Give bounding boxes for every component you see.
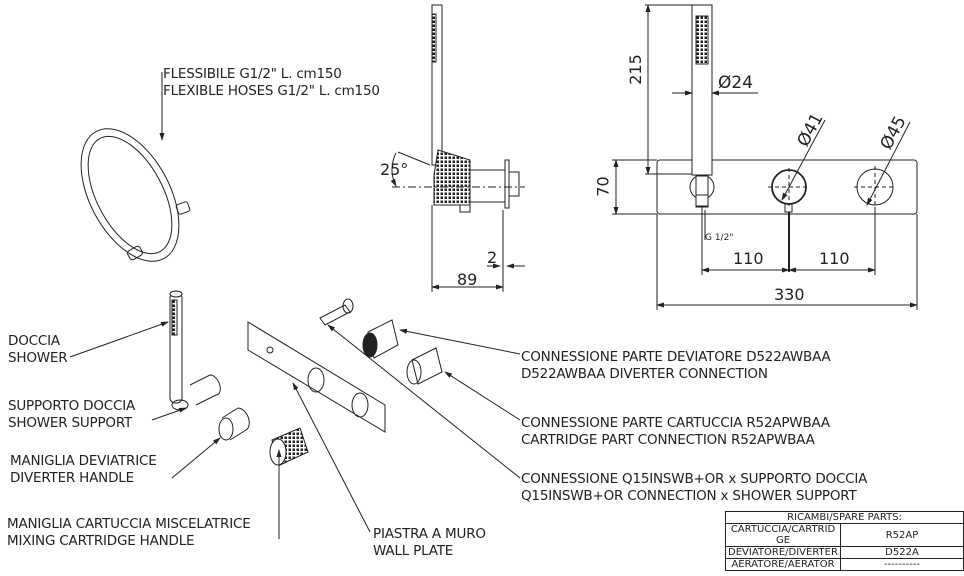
spare-parts-header: RICAMBI/SPARE PARTS: <box>725 511 964 524</box>
label-shower-support: SUPPORTO DOCCIA SHOWER SUPPORT <box>8 398 135 432</box>
label-en: MIXING CARTRIDGE HANDLE <box>7 533 195 549</box>
label-flexible-hose: FLESSIBILE G1/2" L. cm150 FLEXIBLE HOSES… <box>163 66 380 100</box>
label-en: SHOWER <box>8 350 68 366</box>
dim-side-depth: 89 <box>457 270 478 289</box>
label-shower: DOCCIA SHOWER <box>8 333 68 367</box>
label-en: WALL PLATE <box>373 543 454 559</box>
table-row: CARTUCCIA/CARTRIDGE R52AP <box>725 523 964 547</box>
label-it: MANIGLIA CARTUCCIA MISCELATRICE <box>7 516 251 532</box>
dim-side-offset: 2 <box>487 248 498 267</box>
label-en: FLEXIBLE HOSES G1/2" L. cm150 <box>163 83 380 99</box>
dim-plate-height: 70 <box>593 176 613 197</box>
table-row: AERATORE/AERATOR ---------- <box>725 558 964 571</box>
part-name: DEVIATORE/DIVERTER <box>725 546 841 559</box>
dim-shower-height: 215 <box>625 54 645 85</box>
label-support-connection: CONNESSIONE Q15INSWB+OR x SUPPORTO DOCCI… <box>521 471 867 505</box>
table-row: DEVIATORE/DIVERTER D522A <box>725 546 964 559</box>
label-en: SHOWER SUPPORT <box>8 415 133 431</box>
label-en: CARTRIDGE PART CONNECTION R52APWBAA <box>521 432 815 448</box>
label-wall-plate: PIASTRA A MURO WALL PLATE <box>373 526 486 560</box>
part-code: R52AP <box>839 523 964 547</box>
label-diverter-connection: CONNESSIONE PARTE DEVIATORE D522AWBAA D5… <box>521 349 831 383</box>
spare-parts-header-row: RICAMBI/SPARE PARTS: <box>725 511 964 524</box>
dim-shower-diameter: Ø24 <box>718 73 754 93</box>
label-it: PIASTRA A MURO <box>373 526 486 542</box>
dim-thread: G 1/2" <box>705 233 734 243</box>
exploded-view <box>69 290 521 539</box>
label-en: D522AWBAA DIVERTER CONNECTION <box>521 366 768 382</box>
label-it: CONNESSIONE PARTE DEVIATORE D522AWBAA <box>521 349 831 365</box>
label-diverter-handle: MANIGLIA DEVIATRICE DIVERTER HANDLE <box>10 453 157 487</box>
label-it: CONNESSIONE PARTE CARTUCCIA R52APWBAA <box>521 415 830 431</box>
label-it: MANIGLIA DEVIATRICE <box>10 453 157 469</box>
flexible-hose <box>80 72 191 262</box>
label-it: CONNESSIONE Q15INSWB+OR x SUPPORTO DOCCI… <box>521 471 868 487</box>
part-name: AERATORE/AERATOR <box>725 558 841 571</box>
dim-total-width: 330 <box>774 285 805 304</box>
label-cartridge-connection: CONNESSIONE PARTE CARTUCCIA R52APWBAA CA… <box>521 415 830 449</box>
label-en: Q15INSWB+OR CONNECTION x SHOWER SUPPORT <box>521 488 857 504</box>
label-it: SUPPORTO DOCCIA <box>8 398 136 414</box>
label-it: FLESSIBILE G1/2" L. cm150 <box>163 66 342 82</box>
label-en: DIVERTER HANDLE <box>10 470 134 486</box>
side-view <box>390 4 525 292</box>
label-mixing-handle: MANIGLIA CARTUCCIA MISCELATRICE MIXING C… <box>7 516 251 550</box>
dim-spacing-1: 110 <box>733 249 764 268</box>
label-it: DOCCIA <box>8 333 60 349</box>
part-code: ---------- <box>839 558 964 571</box>
dim-spacing-2: 110 <box>819 249 850 268</box>
part-code: D522A <box>839 546 964 559</box>
part-name: CARTUCCIA/CARTRIDGE <box>725 523 841 547</box>
dim-side-angle: 25° <box>380 160 409 179</box>
front-view <box>612 4 918 310</box>
spare-parts-table: RICAMBI/SPARE PARTS: CARTUCCIA/CARTRIDGE… <box>725 511 964 571</box>
